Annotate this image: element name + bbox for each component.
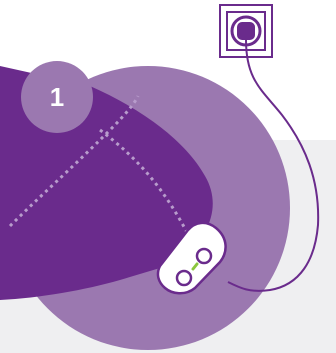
step-number: 1 bbox=[50, 82, 64, 113]
step-badge: 1 bbox=[21, 61, 93, 133]
controller-port-2 bbox=[177, 271, 191, 285]
controller-port-1 bbox=[197, 249, 211, 263]
